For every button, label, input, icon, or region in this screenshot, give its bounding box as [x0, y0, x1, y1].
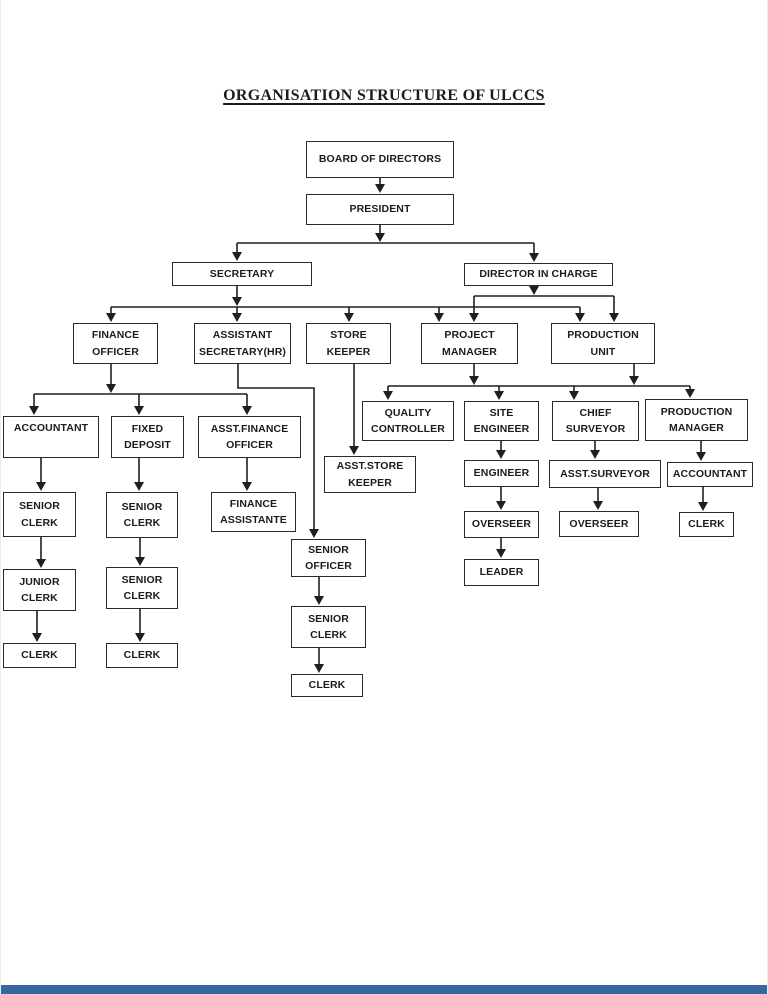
- connector-line: [237, 364, 319, 538]
- org-node-assistant-secretary-hr: ASSISTANT SECRETARY(HR): [194, 323, 291, 364]
- org-node-clerk-mid: CLERK: [291, 674, 363, 697]
- org-node-president: PRESIDENT: [306, 194, 454, 225]
- org-node-clerk-production: CLERK: [679, 512, 734, 537]
- org-node-junior-clerk: JUNIOR CLERK: [3, 569, 76, 611]
- org-node-asst-surveyor: ASST.SURVEYOR: [549, 460, 661, 488]
- org-node-board-of-directors: BOARD OF DIRECTORS: [306, 141, 454, 178]
- org-node-asst-finance-officer: ASST.FINANCE OFFICER: [198, 416, 301, 458]
- org-node-site-engineer: SITE ENGINEER: [464, 401, 539, 441]
- org-node-director-in-charge: DIRECTOR IN CHARGE: [464, 263, 613, 286]
- org-node-overseer-2: OVERSEER: [559, 511, 639, 537]
- org-node-store-keeper: STORE KEEPER: [306, 323, 391, 364]
- org-node-clerk-2: CLERK: [106, 643, 178, 668]
- org-node-accountant-finance: ACCOUNTANT: [3, 416, 99, 458]
- org-node-engineer: ENGINEER: [464, 460, 539, 487]
- org-node-clerk-1: CLERK: [3, 643, 76, 668]
- org-node-secretary: SECRETARY: [172, 262, 312, 286]
- org-node-senior-officer: SENIOR OFFICER: [291, 539, 366, 577]
- org-node-project-manager: PROJECT MANAGER: [421, 323, 518, 364]
- org-node-senior-clerk-mid: SENIOR CLERK: [291, 606, 366, 648]
- org-node-leader: LEADER: [464, 559, 539, 586]
- org-node-overseer-1: OVERSEER: [464, 511, 539, 538]
- org-node-fixed-deposit: FIXED DEPOSIT: [111, 416, 184, 458]
- org-node-production-manager: PRODUCTION MANAGER: [645, 399, 748, 441]
- page-title: ORGANISATION STRUCTURE OF ULCCS: [223, 87, 545, 104]
- org-node-finance-officer: FINANCE OFFICER: [73, 323, 158, 364]
- org-node-finance-assistante: FINANCE ASSISTANTE: [211, 492, 296, 532]
- org-node-asst-store-keeper: ASST.STORE KEEPER: [324, 456, 416, 493]
- org-node-quality-controller: QUALITY CONTROLLER: [362, 401, 454, 441]
- org-node-accountant-production: ACCOUNTANT: [667, 462, 753, 487]
- org-node-senior-clerk-1: SENIOR CLERK: [3, 492, 76, 537]
- footer-bar: [1, 985, 767, 994]
- org-node-production-unit: PRODUCTION UNIT: [551, 323, 655, 364]
- org-node-senior-clerk-2: SENIOR CLERK: [106, 492, 178, 538]
- org-node-chief-surveyor: CHIEF SURVEYOR: [552, 401, 639, 441]
- org-node-senior-clerk-3: SENIOR CLERK: [106, 567, 178, 609]
